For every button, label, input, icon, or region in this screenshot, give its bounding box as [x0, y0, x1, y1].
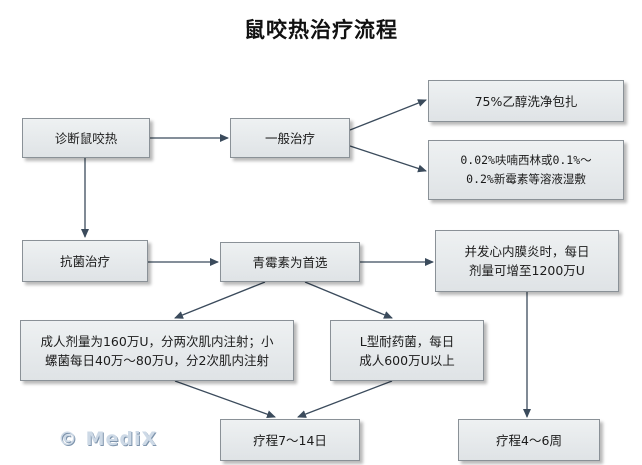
arrow-lform-course1: [297, 380, 393, 418]
node-general-treatment: 一般治疗: [230, 118, 350, 158]
node-adult-dose: 成人剂量为160万U，分两次肌内注射；小 螺菌每日40万～80万U，分2次肌内注…: [20, 320, 294, 381]
arrow-general-soak: [349, 145, 427, 173]
node-endocarditis-dose: 并发心内膜炎时，每日 剂量可增至1200万U: [435, 230, 619, 292]
arrow-general-wash: [349, 99, 427, 131]
node-course-7-14-days: 疗程7～14日: [220, 419, 360, 461]
node-wet-compress: 0.02%呋喃西林或0.1%～ 0.2%新霉素等溶液湿敷: [428, 140, 624, 200]
node-endocarditis-dose-label: 并发心内膜炎时，每日 剂量可增至1200万U: [464, 244, 590, 278]
arrow-penicillin-lform: [304, 281, 393, 319]
node-diagnosis: 诊断鼠咬热: [22, 118, 150, 158]
node-antibiotic-treatment-label: 抗菌治疗: [59, 253, 110, 269]
arrow-penicillin-adultdose: [174, 281, 266, 319]
node-wet-compress-label: 0.02%呋喃西林或0.1%～ 0.2%新霉素等溶液湿敷: [460, 153, 592, 186]
node-course-4-6-weeks-label: 疗程4～6周: [496, 432, 562, 448]
node-diagnosis-label: 诊断鼠咬热: [54, 130, 118, 146]
node-l-form-resistant-label: L型耐药菌，每日 成人600万U以上: [359, 333, 455, 368]
page-title: 鼠咬热治疗流程: [244, 17, 398, 42]
node-l-form-resistant: L型耐药菌，每日 成人600万U以上: [330, 320, 484, 381]
node-course-4-6-weeks: 疗程4～6周: [458, 419, 600, 461]
node-adult-dose-label: 成人剂量为160万U，分两次肌内注射；小 螺菌每日40万～80万U，分2次肌内注…: [40, 333, 274, 368]
arrow-adultdose-course1: [174, 380, 276, 419]
node-alcohol-wash: 75%乙醇洗净包扎: [428, 80, 624, 122]
node-penicillin-first-label: 青霉素为首选: [252, 254, 328, 270]
node-general-treatment-label: 一般治疗: [264, 130, 315, 146]
node-antibiotic-treatment: 抗菌治疗: [22, 240, 148, 282]
medix-watermark: © MediX: [58, 428, 158, 450]
node-alcohol-wash-label: 75%乙醇洗净包扎: [474, 93, 578, 109]
node-course-7-14-days-label: 疗程7～14日: [253, 432, 327, 448]
node-penicillin-first: 青霉素为首选: [220, 242, 360, 282]
